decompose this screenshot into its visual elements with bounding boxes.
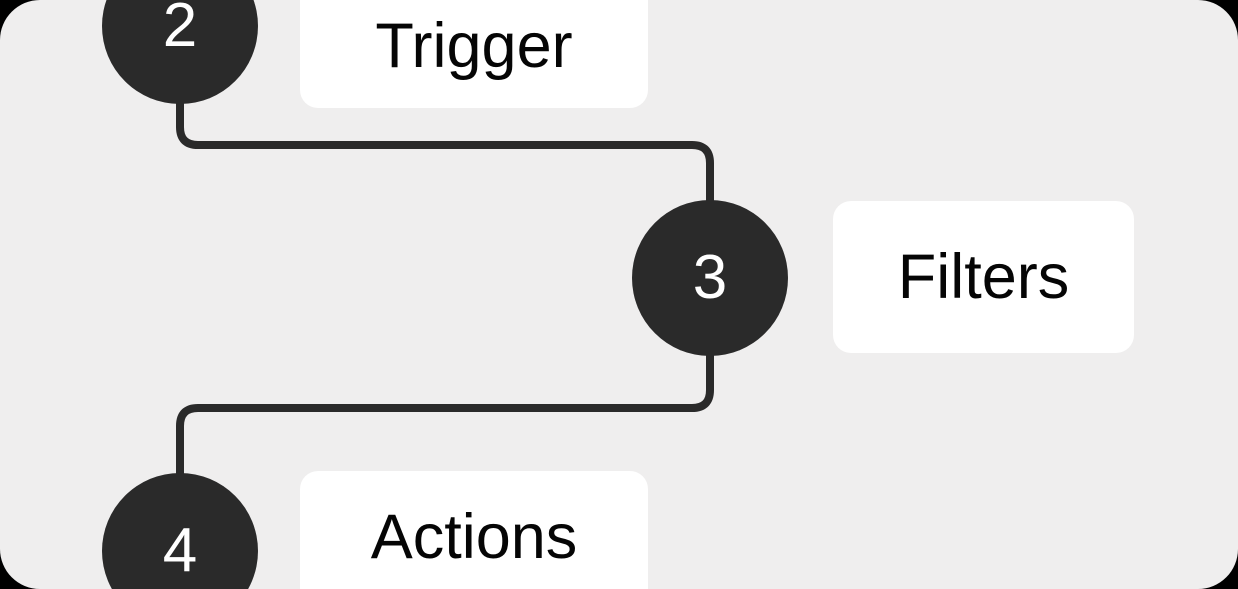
- step-card-label: Actions: [370, 501, 578, 572]
- connector-2-to-3-path: [176, 92, 714, 219]
- step-number-label: 4: [162, 516, 198, 585]
- step-node-2[interactable]: 2: [102, 0, 258, 104]
- step-node-3[interactable]: 3: [632, 200, 788, 356]
- connector-3-to-4-path: [176, 338, 714, 492]
- step-card-trigger[interactable]: Trigger: [300, 0, 648, 108]
- step-card-label: Filters: [897, 241, 1070, 312]
- step-card-label: Trigger: [375, 10, 573, 81]
- step-card-filters[interactable]: Filters: [833, 201, 1134, 353]
- step-card-actions[interactable]: Actions: [300, 471, 648, 589]
- step-number-label: 2: [162, 0, 198, 60]
- step-number-label: 3: [692, 243, 728, 312]
- step-node-4[interactable]: 4: [102, 473, 258, 589]
